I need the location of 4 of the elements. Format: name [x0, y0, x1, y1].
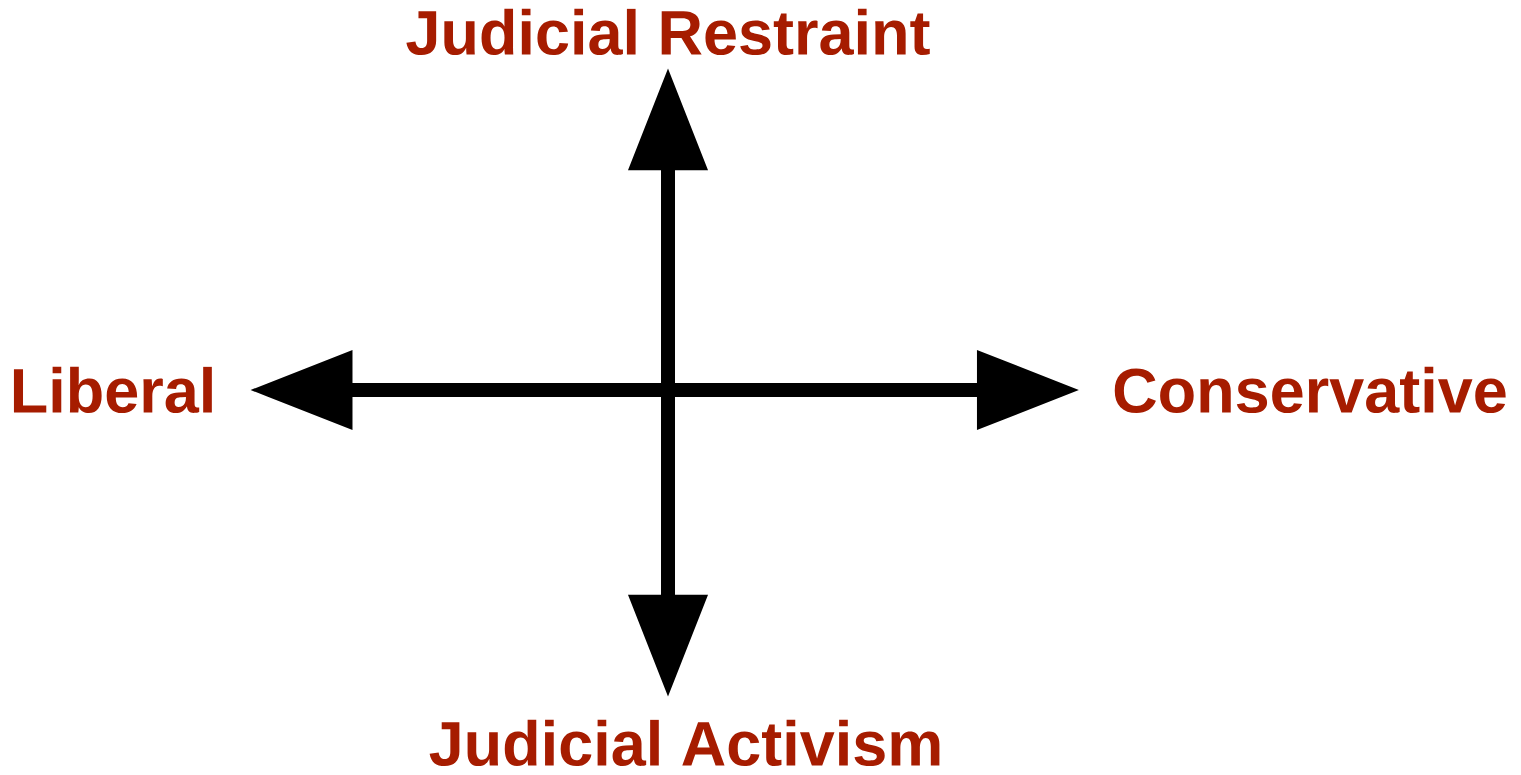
- axis-label: Liberal: [13, 366, 212, 414]
- axis-label: Conservative: [1114, 366, 1506, 414]
- axis-label: Judicial Restraint: [406, 8, 930, 56]
- axis-label: Judicial Activism: [429, 719, 940, 767]
